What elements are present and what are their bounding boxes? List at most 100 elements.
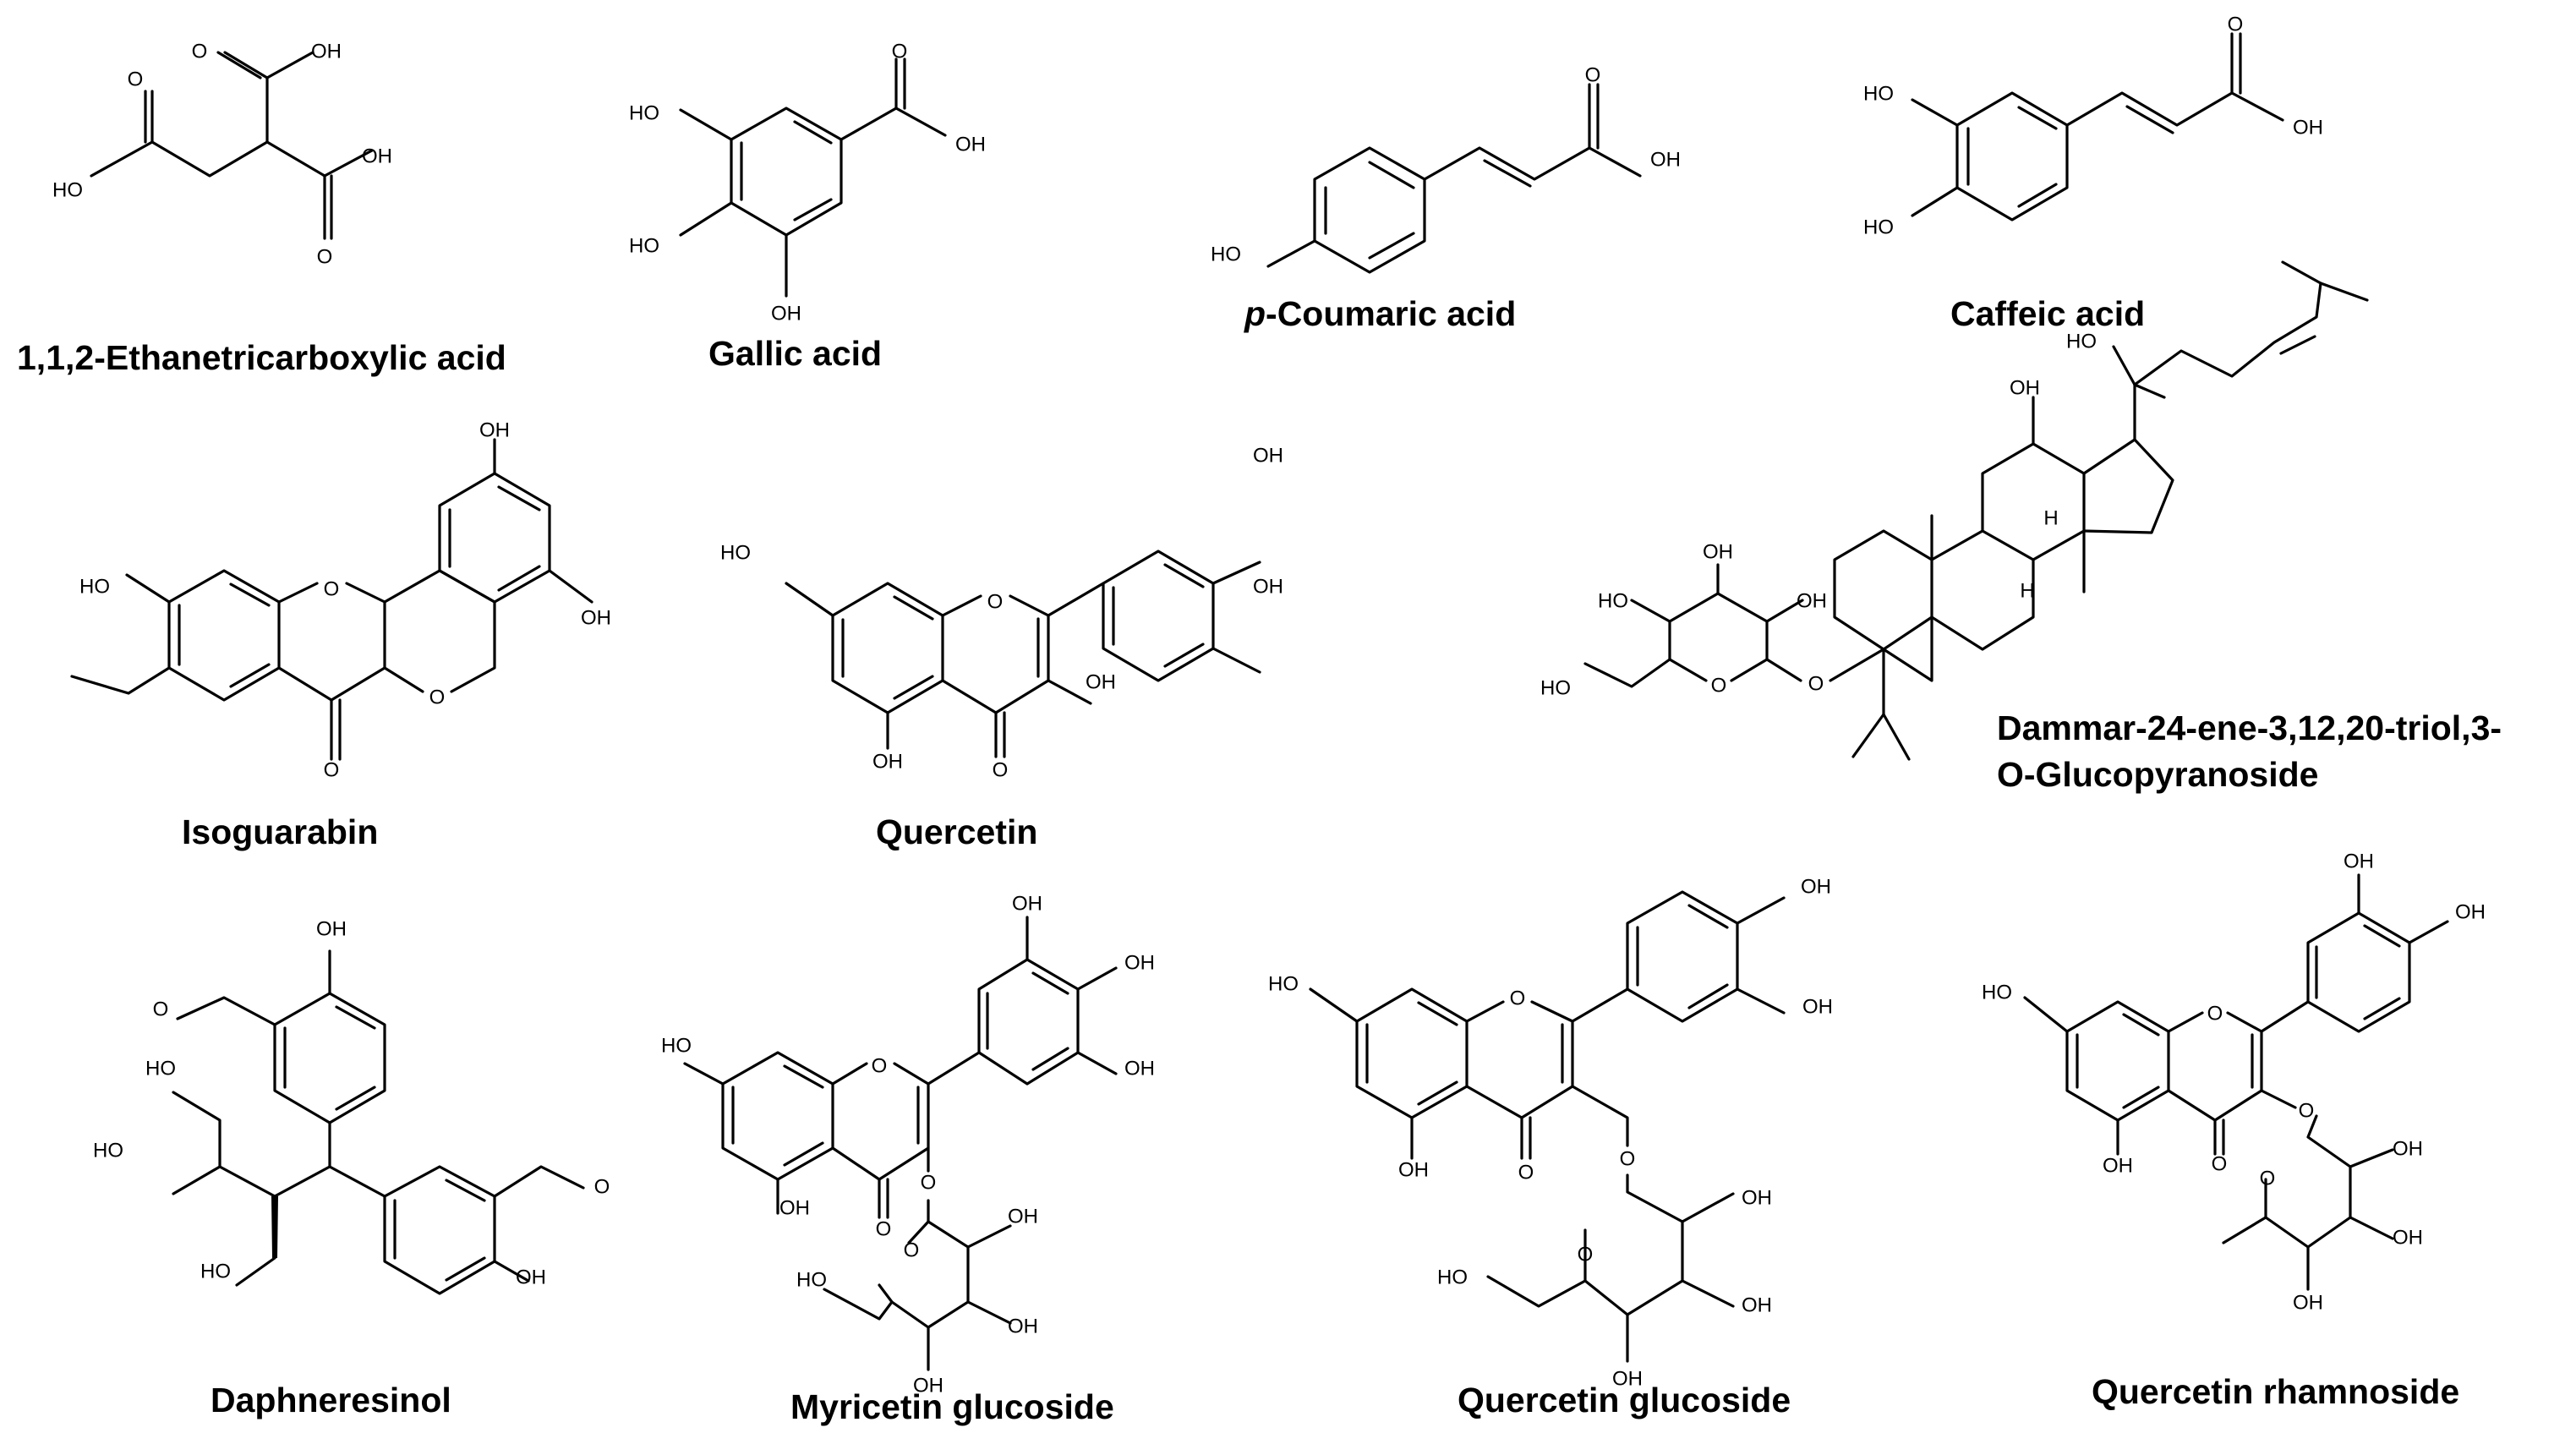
atom-label-ho: HO <box>1211 243 1241 265</box>
label-dammar-line1: Dammar-24-ene-3,12,20-triol,3- <box>1997 708 2502 747</box>
compound-labels: 1,1,2-Ethanetricarboxylic acid Gallic ac… <box>17 294 2502 1426</box>
atom-label-o: O <box>429 686 446 708</box>
atom-label-oh: OH <box>362 145 392 167</box>
atom-label-ho: HO <box>1863 82 1894 105</box>
atom-label-o: O <box>153 998 169 1020</box>
label-daphneresinol: Daphneresinol <box>211 1381 451 1419</box>
atom-label-ho: HO <box>1540 676 1571 699</box>
atom-label-oh: OH <box>1398 1158 1429 1181</box>
structure-ethanetricarboxylic-acid <box>90 51 374 240</box>
atom-label-o: O <box>904 1239 920 1261</box>
label-p-coumaric-acid: p-Coumaric acid <box>1244 294 1516 333</box>
structure-caffeic-acid <box>1911 32 2284 222</box>
atom-label-o: O <box>317 245 333 268</box>
atom-label-oh: OH <box>311 40 342 63</box>
atom-label-ho: HO <box>145 1057 176 1080</box>
atom-label-oh: OH <box>316 917 347 940</box>
atom-label-oh: OH <box>1012 892 1042 915</box>
atom-label-oh: OH <box>1253 444 1283 467</box>
atom-label-oh: OH <box>1650 148 1681 171</box>
atom-label-oh: OH <box>872 750 903 773</box>
atom-label-ho: HO <box>93 1139 123 1162</box>
atom-label-o: O <box>2212 1152 2228 1175</box>
atom-label-oh: OH <box>771 302 801 325</box>
atom-label-o: O <box>892 40 908 63</box>
atom-label-oh: OH <box>2010 376 2040 399</box>
atom-label-ho: HO <box>629 234 659 257</box>
atom-label-ho: HO <box>200 1260 231 1283</box>
atom-label-oh: OH <box>479 418 510 441</box>
atom-label-o: O <box>2299 1099 2315 1122</box>
atom-label-o: O <box>1518 1161 1534 1184</box>
label-quercetin-glucoside: Quercetin glucoside <box>1458 1381 1791 1419</box>
label-caffeic-acid: Caffeic acid <box>1950 294 2145 333</box>
structure-isoguarabin <box>70 438 593 761</box>
atom-label-oh: OH <box>1253 575 1283 598</box>
atom-label-o: O <box>987 590 1004 613</box>
atom-label-o: O <box>2260 1167 2276 1190</box>
atom-label-oh: OH <box>2344 850 2374 872</box>
atom-label-oh: OH <box>913 1374 943 1397</box>
structure-dammar-glucopyranoside <box>1583 260 2369 761</box>
atom-label-ho: HO <box>1863 216 1894 238</box>
structure-daphneresinol <box>172 949 585 1295</box>
atom-label-oh: OH <box>2103 1154 2133 1177</box>
atom-label-oh: OH <box>955 133 986 156</box>
stereo-wedge <box>271 1196 278 1258</box>
atom-label-oh: OH <box>1802 995 1833 1018</box>
label-dammar-line2: O-Glucopyranoside <box>1997 755 2318 794</box>
atom-label-oh: OH <box>2455 900 2486 923</box>
atom-label-o: O <box>993 758 1009 781</box>
atom-label-ho: HO <box>2066 330 2097 353</box>
atom-label-o: O <box>2228 13 2244 36</box>
atom-label-o: O <box>1808 672 1824 695</box>
atom-label-o: O <box>324 577 340 600</box>
atom-label-ho: HO <box>629 101 659 124</box>
atom-label-ho: HO <box>661 1034 692 1057</box>
atom-label-ho: HO <box>79 575 110 598</box>
atom-label-oh: OH <box>1742 1186 1772 1209</box>
atom-label-oh: OH <box>581 606 611 629</box>
atom-label-o: O <box>1510 987 1526 1009</box>
atom-label-o: O <box>1585 63 1601 86</box>
atom-label-oh: OH <box>2393 1137 2423 1160</box>
structure-quercetin-glucoside <box>1309 890 1786 1363</box>
atom-label-oh: OH <box>1703 540 1733 563</box>
atom-label-o: O <box>2207 1002 2223 1025</box>
label-isoguarabin: Isoguarabin <box>182 812 378 851</box>
atom-label-o: O <box>324 758 340 781</box>
atom-label-oh: OH <box>1008 1205 1038 1228</box>
atom-label-oh: OH <box>2393 1226 2423 1249</box>
atom-label-oh: OH <box>2293 1291 2323 1314</box>
atom-label-h: H <box>2020 579 2034 602</box>
structure-gallic-acid <box>679 57 947 298</box>
label-ethanetricarboxylic-acid: 1,1,2-Ethanetricarboxylic acid <box>17 338 506 377</box>
atom-label-oh: OH <box>779 1196 810 1219</box>
atom-label-ho: HO <box>1598 589 1628 612</box>
atom-label-oh: OH <box>1742 1294 1772 1316</box>
atom-label-o: O <box>192 40 208 63</box>
atom-label-oh: OH <box>1086 670 1116 693</box>
atom-label-o: O <box>1711 674 1727 697</box>
atom-label-ho: HO <box>52 178 83 201</box>
atom-label-oh: OH <box>2293 116 2323 139</box>
atom-label-oh: OH <box>1008 1315 1038 1337</box>
atom-label-oh: OH <box>1124 951 1155 974</box>
atom-label-o: O <box>876 1217 892 1240</box>
atom-label-ho: HO <box>1268 972 1299 995</box>
label-quercetin: Quercetin <box>876 812 1037 851</box>
structure-p-coumaric-acid <box>1266 83 1642 274</box>
atom-label-ho: HO <box>720 541 751 564</box>
structure-quercetin <box>785 550 1261 758</box>
label-quercetin-rhamnoside: Quercetin rhamnoside <box>2092 1372 2459 1411</box>
structure-myricetin-glucoside <box>683 916 1118 1371</box>
atom-label-o: O <box>1620 1147 1636 1170</box>
label-myricetin-glucoside: Myricetin glucoside <box>790 1387 1114 1426</box>
atom-label-oh: OH <box>1124 1057 1155 1080</box>
atom-label-ho: HO <box>1982 981 2012 1004</box>
atom-label-o: O <box>128 68 144 90</box>
atom-label-ho: HO <box>796 1268 827 1291</box>
atom-label-o: O <box>872 1054 888 1077</box>
